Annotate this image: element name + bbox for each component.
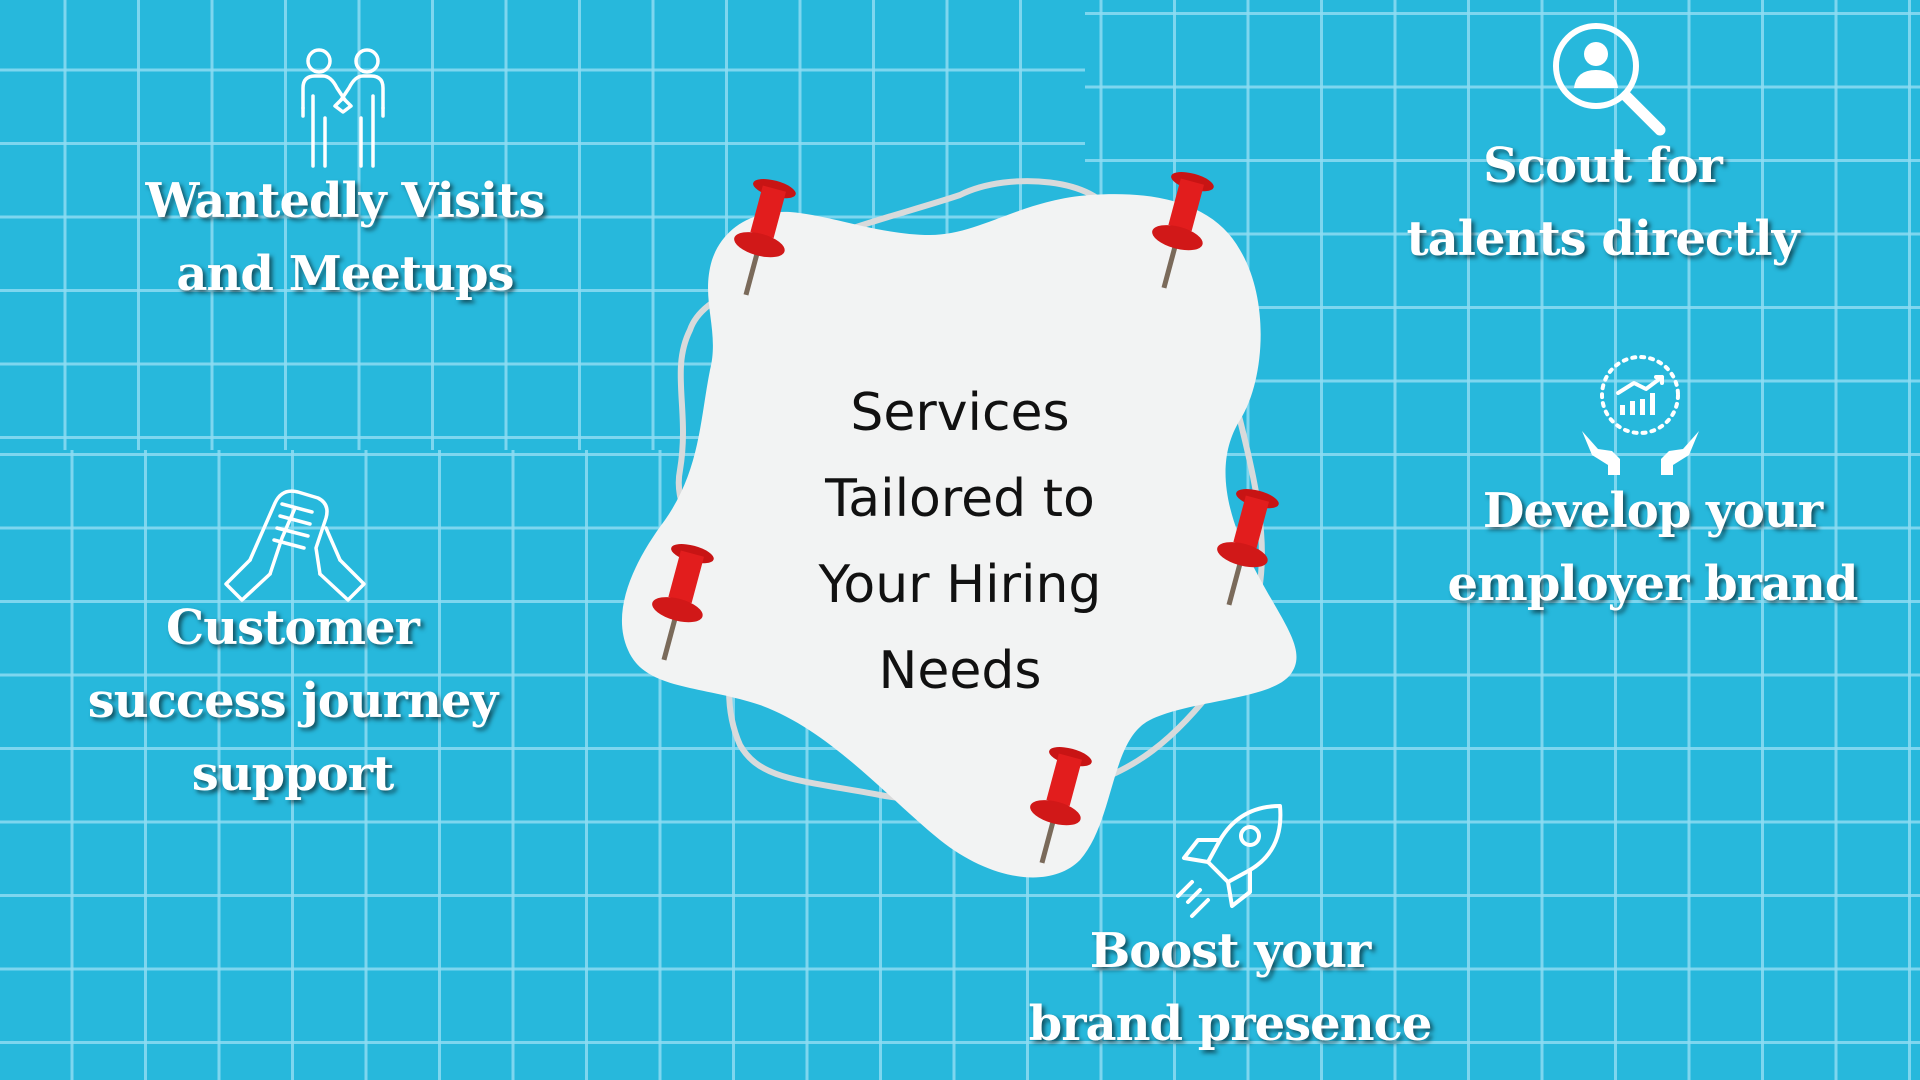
service-visits: Wantedly Visits and Meetups — [100, 165, 590, 311]
center-title-line: Services — [850, 383, 1070, 443]
service-boost-line: Boost your — [1089, 923, 1372, 979]
service-boost-line: brand presence — [1028, 996, 1433, 1052]
handshake-people-icon — [301, 48, 385, 168]
service-customer-line: Customer — [166, 600, 420, 656]
service-customer-line: success journey — [87, 673, 499, 729]
growth-chart-hands-icon — [1582, 355, 1699, 475]
service-scout-line: talents directly — [1406, 211, 1800, 267]
service-brand: Develop your employer brand — [1395, 475, 1910, 621]
pushpin-icon — [1217, 489, 1279, 606]
service-scout: Scout for talents directly — [1350, 130, 1855, 276]
pushpin-icon — [652, 544, 714, 661]
center-title-line: Needs — [878, 641, 1042, 701]
center-title-line: Tailored to — [825, 469, 1095, 529]
service-visits-line: Wantedly Visits — [145, 173, 546, 229]
clasped-hands-icon — [224, 489, 366, 602]
pushpin-icon — [1152, 172, 1214, 289]
service-customer-line: support — [191, 746, 395, 802]
service-boost: Boost your brand presence — [985, 915, 1475, 1061]
service-visits-line: and Meetups — [176, 246, 514, 302]
background-grid — [0, 0, 1085, 450]
service-brand-line: Develop your — [1482, 483, 1823, 539]
service-scout-line: Scout for — [1483, 138, 1723, 194]
pushpin-icon — [734, 179, 796, 296]
user-search-icon — [1553, 23, 1666, 136]
pushpin-icon — [1030, 747, 1092, 864]
service-customer: Customer success journey support — [40, 592, 545, 811]
service-brand-line: employer brand — [1447, 556, 1859, 612]
center-blob — [621, 194, 1297, 878]
center-title-line: Your Hiring — [818, 555, 1102, 615]
center-title: Services Tailored to Your Hiring Needs — [740, 370, 1180, 714]
rocket-icon — [1176, 804, 1283, 918]
